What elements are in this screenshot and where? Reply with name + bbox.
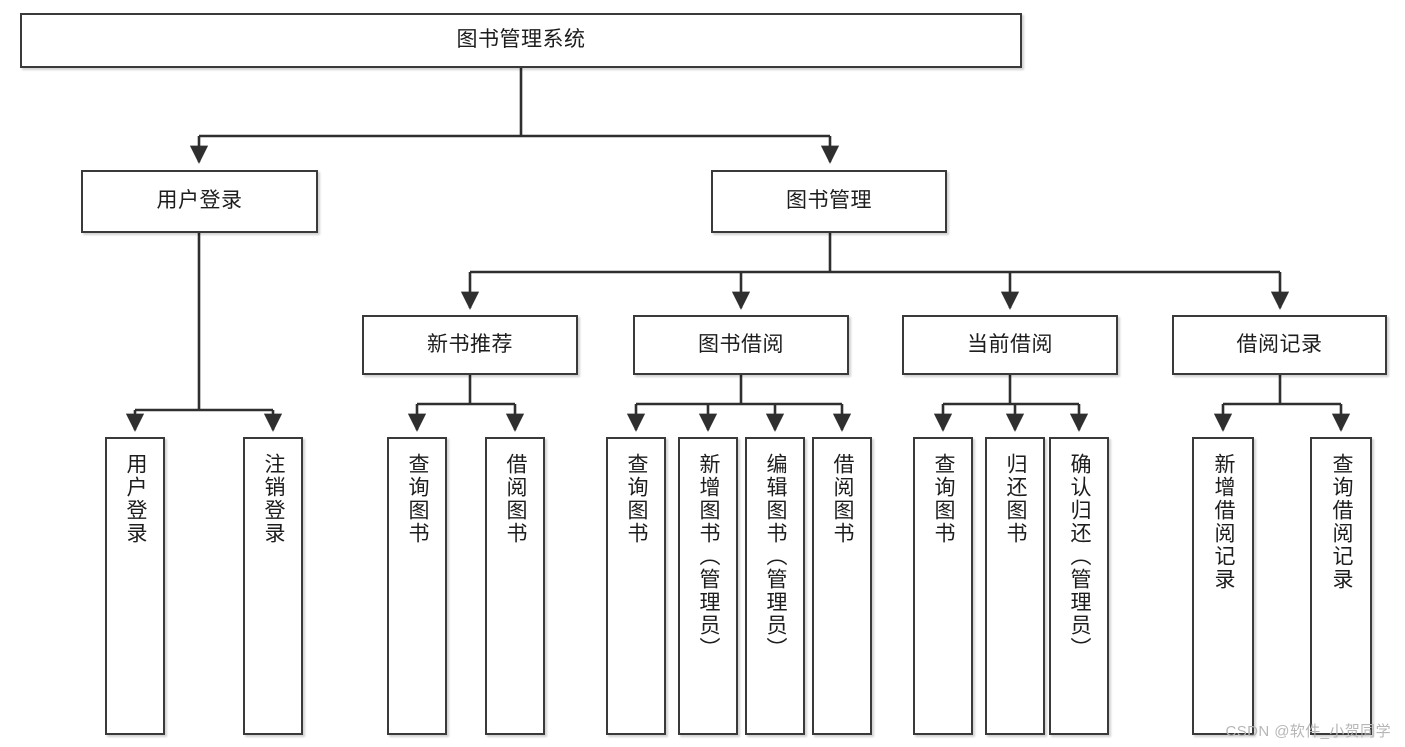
node-leaf-add-borrow-record[interactable]: 新增借阅记录 — [1192, 437, 1254, 735]
node-borrow-record-label: 借阅记录 — [1236, 332, 1323, 356]
node-leaf-return-book-label: 归还图书 — [1004, 453, 1028, 545]
node-user-login-label: 用户登录 — [156, 189, 243, 213]
node-leaf-add-borrow-record-label: 新增借阅记录 — [1212, 453, 1236, 591]
node-leaf-logout-label: 注销登录 — [262, 453, 286, 545]
node-leaf-add-book-admin-label: 新增图书（管理员） — [697, 453, 721, 660]
node-borrow-record[interactable]: 借阅记录 — [1172, 315, 1387, 375]
node-leaf-user-login-label: 用户登录 — [124, 453, 148, 545]
node-leaf-query-book-current-label: 查询图书 — [932, 453, 956, 545]
node-leaf-user-login[interactable]: 用户登录 — [105, 437, 165, 735]
node-new-book-recommend[interactable]: 新书推荐 — [362, 315, 578, 375]
node-current-borrow[interactable]: 当前借阅 — [902, 315, 1118, 375]
node-leaf-edit-book-admin[interactable]: 编辑图书（管理员） — [745, 437, 805, 735]
node-leaf-query-borrow-record[interactable]: 查询借阅记录 — [1310, 437, 1372, 735]
node-leaf-borrow-book-rec-label: 借阅图书 — [504, 453, 528, 545]
node-book-borrow[interactable]: 图书借阅 — [633, 315, 849, 375]
node-leaf-borrow-book[interactable]: 借阅图书 — [812, 437, 872, 735]
node-leaf-query-book-rec[interactable]: 查询图书 — [387, 437, 447, 735]
node-leaf-query-book-borrow-label: 查询图书 — [625, 453, 649, 545]
node-leaf-query-book-current[interactable]: 查询图书 — [913, 437, 973, 735]
node-leaf-query-book-rec-label: 查询图书 — [406, 453, 430, 545]
csdn-watermark: CSDN @软件_小贺同学 — [1225, 723, 1391, 740]
node-leaf-borrow-book-label: 借阅图书 — [831, 453, 855, 545]
node-book-management-label: 图书管理 — [786, 189, 872, 213]
node-leaf-add-book-admin[interactable]: 新增图书（管理员） — [678, 437, 738, 735]
node-leaf-confirm-return-admin-label: 确认归还（管理员） — [1068, 453, 1092, 660]
node-current-borrow-label: 当前借阅 — [967, 332, 1053, 356]
node-root[interactable]: 图书管理系统 — [20, 13, 1022, 68]
node-leaf-logout[interactable]: 注销登录 — [243, 437, 303, 735]
node-leaf-borrow-book-rec[interactable]: 借阅图书 — [485, 437, 545, 735]
node-user-login[interactable]: 用户登录 — [81, 170, 318, 233]
node-leaf-query-book-borrow[interactable]: 查询图书 — [606, 437, 666, 735]
node-new-book-recommend-label: 新书推荐 — [427, 332, 513, 356]
node-book-borrow-label: 图书借阅 — [698, 332, 784, 356]
node-leaf-edit-book-admin-label: 编辑图书（管理员） — [764, 453, 788, 660]
node-leaf-query-borrow-record-label: 查询借阅记录 — [1330, 453, 1354, 591]
node-book-management[interactable]: 图书管理 — [711, 170, 947, 233]
node-leaf-confirm-return-admin[interactable]: 确认归还（管理员） — [1049, 437, 1109, 735]
node-root-label: 图书管理系统 — [456, 28, 586, 52]
node-leaf-return-book[interactable]: 归还图书 — [985, 437, 1045, 735]
